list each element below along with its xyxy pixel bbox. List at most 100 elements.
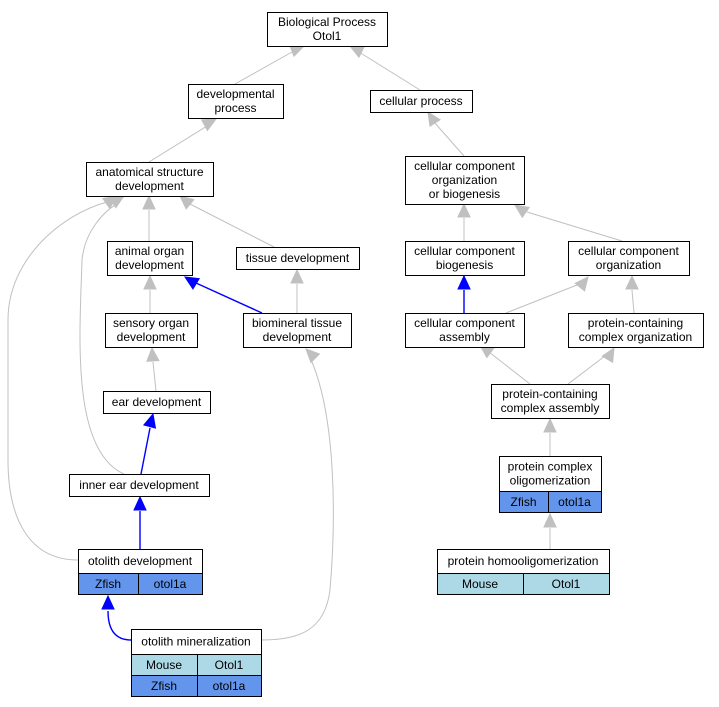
gene-label: Otol1 (215, 658, 244, 672)
edge-ed-to-sod-arrowhead (146, 346, 160, 362)
node-cco-label: organization (596, 258, 661, 272)
node-ed[interactable]: ear development (103, 391, 211, 414)
node-sod-label: development (117, 330, 186, 344)
node-btd-label: biomineral tissue (252, 316, 342, 330)
node-td[interactable]: tissue development (236, 247, 360, 270)
node-ccob-label: organization (432, 173, 497, 187)
edge-om-to-btd-arrowhead (305, 348, 321, 364)
node-td-box (236, 247, 360, 270)
node-ed-label: ear development (112, 395, 202, 409)
species-label: Zfish (95, 577, 121, 591)
edge-cca-to-cco (505, 284, 578, 314)
edge-cell-to-bp (358, 51, 421, 91)
node-od-box (78, 549, 203, 574)
species-label: Mouse (146, 658, 182, 672)
edge-td-to-asd (189, 203, 275, 248)
node-ccob-box (405, 156, 525, 205)
edge-ccob-to-cell-arrowhead (427, 110, 442, 128)
edge-od-to-asd (7, 201, 108, 561)
node-cca-label: assembly (439, 330, 490, 344)
node-aod-box (107, 241, 193, 276)
edge-ed-to-sod (152, 361, 157, 392)
edge-cca-to-cco-arrowhead (574, 276, 589, 292)
node-pco-box (499, 456, 602, 492)
edge-btd-to-td-arrowhead (290, 268, 304, 284)
node-pcca-label: protein-containing (502, 387, 597, 401)
node-ied-label: inner ear development (79, 478, 199, 492)
node-pho-box (437, 549, 610, 574)
edge-ied-to-ed (140, 427, 151, 475)
edge-dev-to-bp (234, 51, 293, 85)
node-pco-label: protein complex (508, 460, 593, 474)
edge-om-to-od (107, 610, 132, 641)
edge-ied-to-asd (79, 201, 125, 475)
gene-cell (138, 573, 203, 595)
node-btd-label: development (263, 330, 332, 344)
edge-ccob-to-cell (433, 121, 465, 157)
edge-aod-to-asd-arrowhead (142, 194, 156, 210)
node-sod-label: sensory organ (113, 316, 189, 330)
node-sod-box (105, 313, 198, 348)
edge-asd-to-dev-arrowhead (200, 118, 218, 132)
edge-td-to-asd-arrowhead (179, 195, 195, 210)
node-cco-label: cellular component (578, 244, 679, 258)
gene-label: otol1a (558, 495, 591, 509)
edge-ccb-to-ccob-arrowhead (457, 202, 471, 218)
node-pcco-box (568, 313, 704, 348)
node-ied[interactable]: inner ear development (69, 474, 210, 497)
node-dev-label: process (214, 101, 256, 115)
node-pcco-label: complex organization (579, 330, 692, 344)
edge-cco-to-ccob (526, 211, 623, 242)
node-cell[interactable]: cellular process (370, 90, 473, 113)
node-aod-label: development (115, 258, 184, 272)
edge-cca-to-ccb-arrowhead (457, 274, 471, 290)
gene-label: otol1a (154, 577, 187, 591)
graph-edges (7, 51, 635, 641)
edge-pcco-to-cco-arrowhead (625, 274, 639, 290)
edge-cell-to-bp-arrowhead (348, 45, 366, 59)
node-asd-label: anatomical structure (95, 165, 203, 179)
node-td-label: tissue development (246, 251, 350, 265)
node-om-box (131, 629, 262, 655)
node-bp-box (267, 12, 388, 47)
edge-om-to-btd (260, 361, 334, 641)
node-pcco-label: protein-containing (588, 316, 683, 330)
edge-pcco-to-cco (631, 289, 635, 314)
edge-pcca-to-pcco (567, 355, 606, 385)
node-asd-box (86, 162, 214, 197)
node-ied-box (69, 474, 210, 497)
edge-pcca-to-cca (488, 351, 531, 385)
node-dev-box (188, 84, 284, 119)
node-cco-box (568, 241, 690, 276)
edge-od-to-ied-arrowhead (133, 495, 147, 511)
edge-pco-to-pcca-arrowhead (543, 417, 557, 433)
node-pcca-label: complex assembly (501, 401, 600, 415)
node-cca-label: cellular component (414, 316, 515, 330)
node-cca-box (405, 313, 525, 348)
species-label: Zfish (151, 679, 177, 693)
edge-ied-to-ed-arrowhead (142, 412, 157, 429)
gene-cell (197, 675, 262, 697)
node-cell-label: cellular process (379, 94, 462, 108)
edge-asd-to-dev (148, 125, 208, 163)
node-ccb-box (405, 241, 525, 276)
node-ccob-label: or biogenesis (429, 187, 500, 201)
node-pho-label: protein homooligomerization (448, 554, 599, 568)
